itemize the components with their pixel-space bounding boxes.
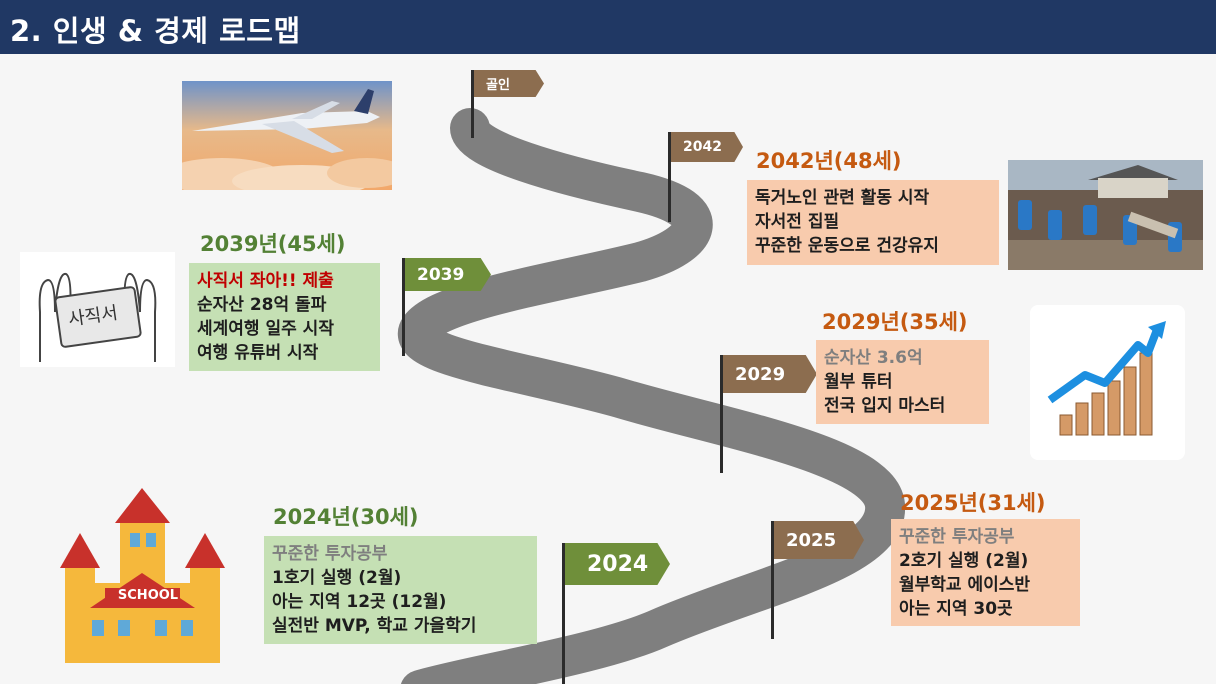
header-bar: 2. 인생 & 경제 로드맵 [0, 0, 1216, 54]
milestone-2042-line-1: 독거노인 관련 활동 시작 [755, 188, 930, 208]
flag-2025-label: 2025 [786, 529, 837, 551]
milestone-2039-line-1: 사직서 좌아!! 제출 [197, 271, 334, 291]
airplane-image [182, 81, 392, 190]
milestone-2024-line-1: 꾸준한 투자공부 [272, 544, 388, 564]
growth-chart-image [1030, 305, 1185, 460]
flag-2039-label: 2039 [417, 264, 465, 285]
milestone-2024-line-4: 실전반 MVP, 학교 가을학기 [272, 616, 477, 636]
school-image: SCHOOL [50, 488, 235, 663]
milestone-2024-box: 꾸준한 투자공부 1호기 실행 (2월) 아는 지역 12곳 (12월) 실전반… [264, 536, 537, 644]
road-path [398, 108, 905, 684]
milestone-2039-line-2: 순자산 28억 돌파 [197, 295, 327, 315]
milestone-2039-box: 사직서 좌아!! 제출 순자산 28억 돌파 세계여행 일주 시작 여행 유튜버… [189, 263, 380, 371]
flag-2042-label: 2042 [683, 139, 722, 155]
flag-goal-label: 골인 [486, 78, 510, 93]
milestone-2029-line-3: 전국 입지 마스터 [824, 396, 946, 416]
milestone-2024-line-3: 아는 지역 12곳 (12월) [272, 592, 447, 612]
milestone-2025-line-4: 아는 지역 30곳 [899, 599, 1013, 619]
milestone-2042-line-2: 자서전 집필 [755, 212, 840, 232]
milestone-2024-title: 2024년(30세) [273, 505, 419, 529]
milestone-2042-title: 2042년(48세) [756, 149, 902, 173]
milestone-2029-line-1: 순자산 3.6억 [824, 348, 923, 368]
volunteers-image [1008, 160, 1203, 270]
milestone-2025-box: 꾸준한 투자공부 2호기 실행 (2월) 월부학교 에이스반 아는 지역 30곳 [891, 519, 1080, 626]
milestone-2039-line-4: 여행 유튜버 시작 [197, 343, 319, 363]
milestone-2025-line-3: 월부학교 에이스반 [899, 575, 1031, 595]
page-title: 2. 인생 & 경제 로드맵 [10, 14, 301, 48]
resignation-image: 사직서 [20, 252, 175, 367]
milestone-2029-line-2: 월부 튜터 [824, 372, 893, 392]
milestone-2042-box: 독거노인 관련 활동 시작 자서전 집필 꾸준한 운동으로 건강유지 [747, 180, 999, 265]
flag-2029-label: 2029 [735, 363, 786, 385]
milestone-2025-line-1: 꾸준한 투자공부 [899, 527, 1015, 547]
school-sign-text: SCHOOL [117, 588, 179, 603]
milestone-2029-box: 순자산 3.6억 월부 튜터 전국 입지 마스터 [816, 340, 989, 424]
milestone-2042-line-3: 꾸준한 운동으로 건강유지 [755, 236, 939, 256]
milestone-2039-title: 2039년(45세) [200, 232, 346, 256]
milestone-2039-line-3: 세계여행 일주 시작 [197, 319, 334, 339]
milestone-2024-line-2: 1호기 실행 (2월) [272, 568, 402, 588]
milestone-2025-title: 2025년(31세) [900, 491, 1046, 515]
milestone-2025-line-2: 2호기 실행 (2월) [899, 551, 1029, 571]
flag-2024-label: 2024 [587, 551, 649, 577]
milestone-2029-title: 2029년(35세) [822, 310, 968, 334]
